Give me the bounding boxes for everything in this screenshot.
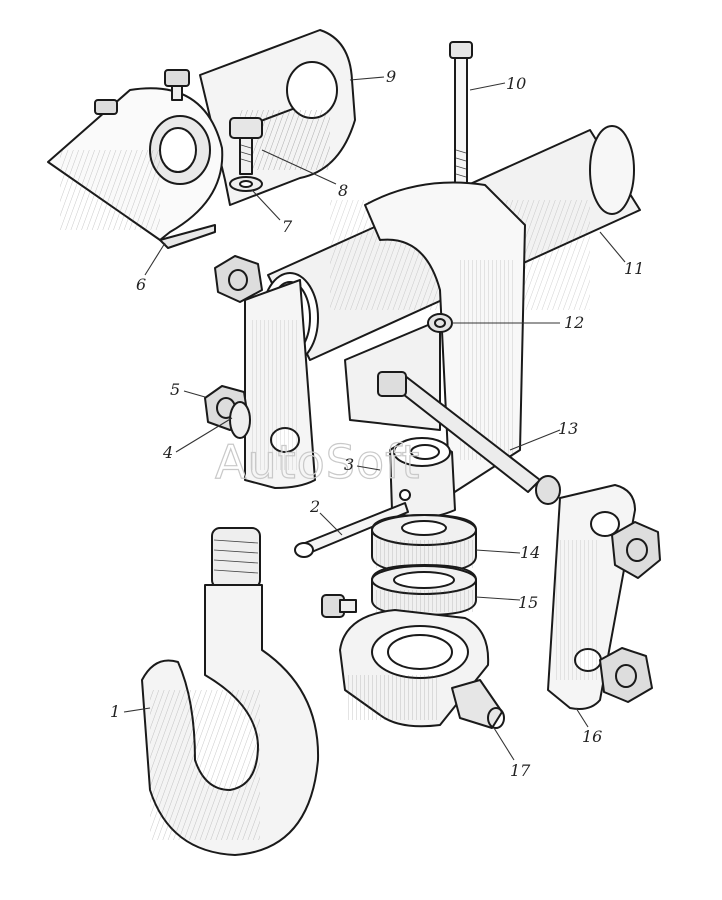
label-part-3: 3 (344, 455, 354, 474)
label-part-14: 14 (520, 543, 540, 562)
washer-4 (229, 401, 251, 439)
label-part-9: 9 (386, 67, 396, 86)
left-bracket (244, 279, 316, 489)
leader-lines (123, 76, 626, 761)
label-part-10: 10 (506, 74, 526, 93)
label-part-7: 7 (282, 217, 293, 236)
nut-upper-right (611, 521, 661, 579)
label-part-16: 16 (582, 727, 602, 746)
washer-14 (371, 514, 477, 573)
bracket-6 (47, 87, 224, 249)
nut-top-left (214, 255, 263, 303)
watermark: AutoSoft (215, 435, 421, 489)
label-part-2: 2 (309, 497, 320, 516)
grease-fitting-left (321, 594, 357, 618)
label-part-15: 15 (518, 593, 538, 612)
tow-hook-1 (141, 527, 320, 856)
bolt-top-left (94, 69, 190, 115)
label-part-12: 12 (564, 313, 584, 332)
cotter-pin-2 (294, 502, 409, 558)
bracket-plate-9 (199, 29, 356, 206)
label-part-6: 6 (136, 275, 146, 294)
label-part-11: 11 (624, 259, 644, 278)
bolt-10 (449, 41, 473, 189)
label-part-1: 1 (110, 702, 120, 721)
bolt-13 (377, 371, 561, 505)
hook-housing (339, 609, 490, 728)
label-part-8: 8 (338, 181, 348, 200)
label-part-4: 4 (162, 443, 173, 462)
label-part-13: 13 (558, 419, 578, 438)
part-callouts: 1 2 3 4 5 6 7 8 9 10 11 12 13 14 15 16 1… (110, 67, 644, 780)
ring-15 (371, 564, 477, 616)
bolt-7 (229, 117, 263, 175)
hook-nut-3 (389, 437, 456, 519)
label-part-5: 5 (170, 380, 180, 399)
grease-fitting-17 (451, 679, 505, 729)
nut-lower-right (599, 647, 653, 703)
washer-8 (229, 176, 263, 192)
label-part-17: 17 (510, 761, 531, 780)
nut-12 (427, 313, 453, 333)
